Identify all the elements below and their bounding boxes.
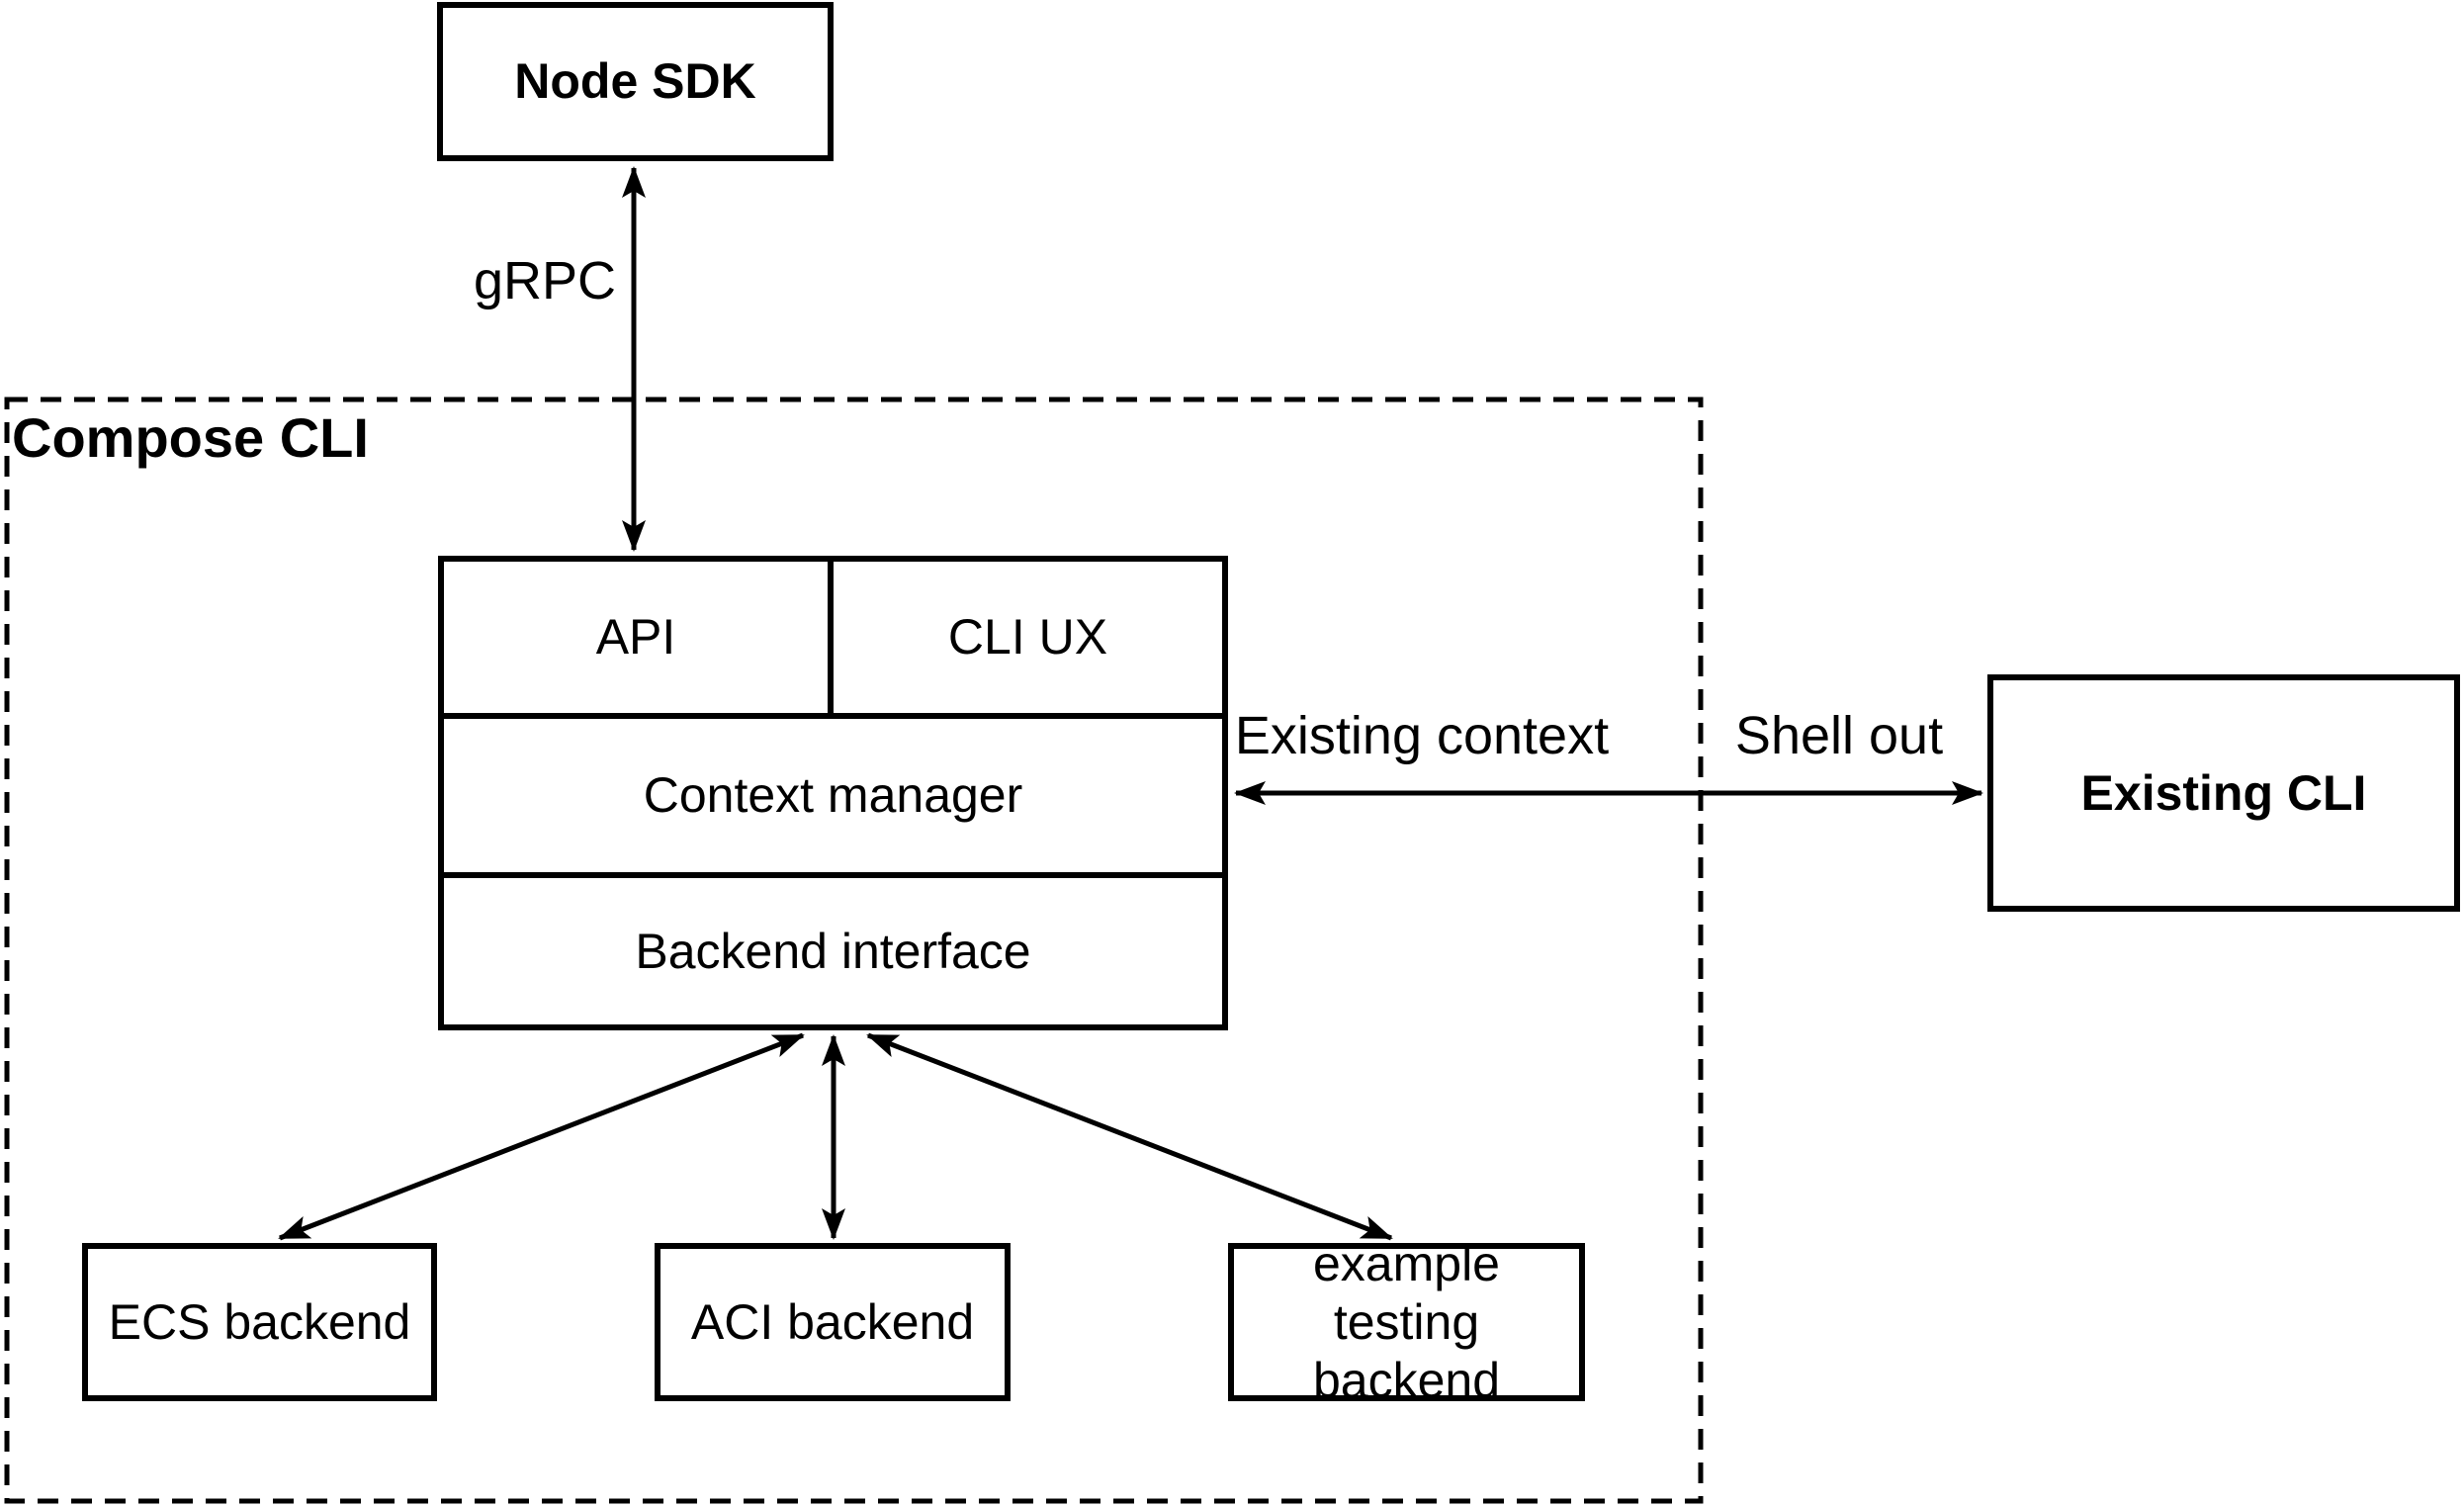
ecs-backend-box: ECS backend (82, 1243, 437, 1401)
backend-interface-section: Backend interface (444, 872, 1222, 1024)
backend-interface-label: Backend interface (635, 923, 1031, 979)
aci-backend-label: ACI backend (690, 1293, 975, 1350)
compose-core-box: API CLI UX Context manager Backend inter… (438, 556, 1228, 1030)
node-sdk-label: Node SDK (514, 53, 756, 109)
ecs-backend-arrow (278, 1032, 805, 1241)
cli-ux-section: CLI UX (834, 562, 1222, 713)
context-manager-section: Context manager (444, 713, 1222, 872)
example-testing-backend-arrow (866, 1032, 1393, 1241)
cli-ux-label: CLI UX (947, 609, 1108, 665)
context-manager-label: Context manager (643, 767, 1023, 823)
example-testing-backend-box: example testing backend (1228, 1236, 1585, 1408)
existing-context-edge-label: Existing context (1234, 706, 1610, 765)
ecs-backend-label: ECS backend (108, 1293, 411, 1350)
api-cliux-row: API CLI UX (444, 562, 1222, 713)
shell-out-edge-label: Shell out (1734, 706, 1944, 765)
example-testing-backend-label: example testing backend (1312, 1235, 1501, 1408)
aci-backend-box: ACI backend (655, 1243, 1011, 1401)
existing-cli-box: Existing CLI (1987, 674, 2460, 912)
api-section: API (444, 562, 834, 713)
api-label: API (595, 609, 676, 665)
existing-cli-label: Existing CLI (2080, 764, 2367, 821)
compose-cli-group-label: Compose CLI (12, 406, 369, 469)
grpc-edge-label: gRPC (473, 251, 616, 310)
node-sdk-box: Node SDK (437, 2, 834, 161)
